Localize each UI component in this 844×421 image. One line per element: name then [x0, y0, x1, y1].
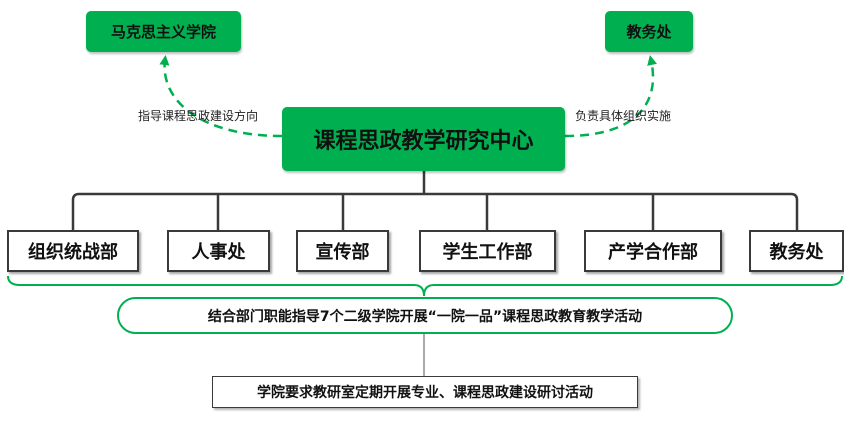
department-label: 人事处: [191, 242, 246, 263]
bottom-label: 学院要求教研室定期开展专业、课程思政建设研讨活动: [257, 385, 593, 401]
bottom-node: 学院要求教研室定期开展专业、课程思政建设研讨活动: [212, 376, 638, 408]
tree-connector: [71, 192, 799, 230]
summary-brace: [7, 275, 843, 297]
research-center-node: 课程思政教学研究中心: [282, 107, 565, 171]
research-center-label: 课程思政教学研究中心: [313, 129, 534, 154]
department-label: 组织统战部: [28, 242, 118, 263]
department-node-personnel: 人事处: [167, 230, 270, 272]
marx-college-label: 马克思主义学院: [110, 23, 216, 41]
summary-node: 结合部门职能指导7个二级学院开展“一院一品”课程思政教育教学活动: [117, 297, 733, 334]
academic-affairs-node: 教务处: [605, 11, 693, 52]
department-label: 学生工作部: [442, 242, 533, 263]
arrow-to-academic-affairs: [564, 55, 657, 138]
department-node-publicity: 宣传部: [296, 230, 389, 272]
edge-label-guidance: 指导课程思政建设方向: [138, 109, 259, 123]
summary-label: 结合部门职能指导7个二级学院开展“一院一品”课程思政教育教学活动: [207, 308, 643, 325]
department-node-industry-cooperation: 产学合作部: [584, 230, 722, 272]
department-node-academic-affairs: 教务处: [749, 230, 844, 272]
marx-college-node: 马克思主义学院: [86, 11, 241, 52]
arrow-to-marx-college: [159, 55, 283, 138]
department-label: 产学合作部: [608, 242, 698, 263]
department-node-student-affairs: 学生工作部: [419, 230, 556, 272]
academic-affairs-label: 教务处: [626, 23, 672, 41]
department-label: 教务处: [769, 242, 824, 263]
edge-label-implementation: 负责具体组织实施: [575, 109, 672, 123]
department-label: 宣传部: [315, 242, 370, 263]
department-node-united-front: 组织统战部: [7, 230, 139, 272]
